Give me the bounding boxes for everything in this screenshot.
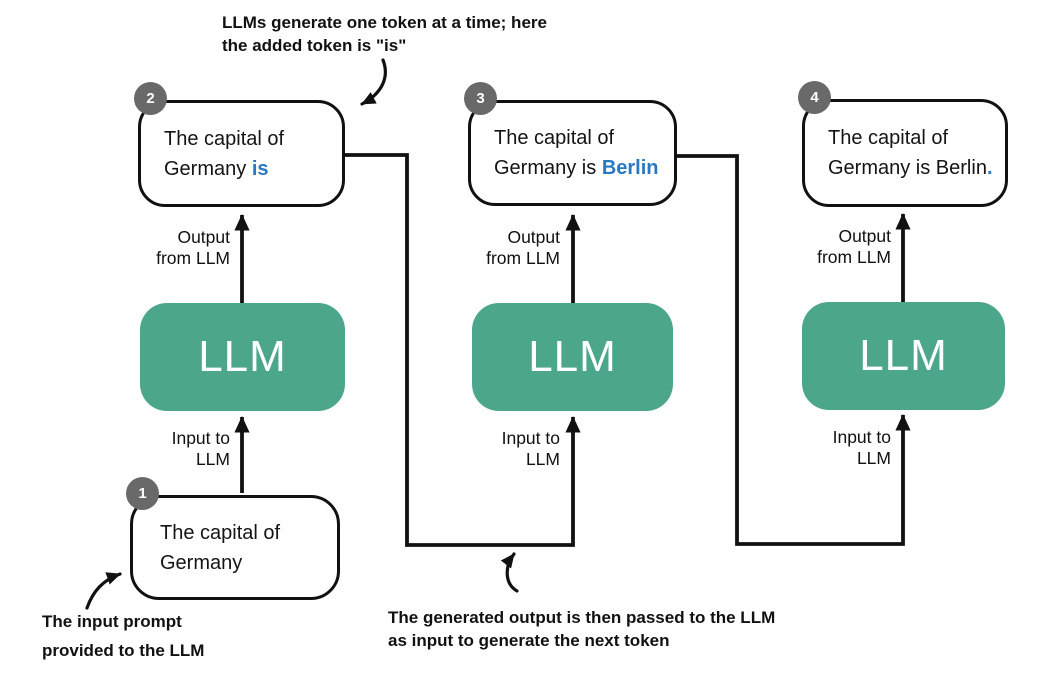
input-prompt-box: 1 The capital of Germany xyxy=(126,477,340,600)
input-label-line2: LLM xyxy=(525,449,560,469)
output-label-line2: from LLM xyxy=(156,248,230,268)
output-label-line2: from LLM xyxy=(817,247,891,267)
annotation-token-generation-line1: LLMs generate one token at a time; here xyxy=(222,13,547,32)
output-label-line1: Output xyxy=(177,227,230,247)
output-box-step3: 3 The capital of Germany is Berlin xyxy=(464,82,677,206)
connector-step2-to-llm2 xyxy=(345,153,581,547)
input-label-line1: Input to xyxy=(832,427,891,447)
llm-box-3: LLM xyxy=(802,302,1005,410)
output-from-llm-label-2: Output from LLM xyxy=(450,227,560,269)
llm-box-2: LLM xyxy=(472,303,673,411)
output-text-step3-line2: Germany is xyxy=(494,157,602,179)
llm-box-1: LLM xyxy=(140,303,345,411)
output-text-step4: The capital of Germany is Berlin. xyxy=(828,123,993,183)
llm-label-1: LLM xyxy=(198,332,287,381)
input-prompt-text: The capital of Germany xyxy=(160,518,280,578)
output-box-step2: 2 The capital of Germany is xyxy=(134,82,345,207)
step-badge-3: 3 xyxy=(464,82,497,115)
annotation-input-prompt: The input prompt provided to the LLM xyxy=(42,610,204,662)
output-box-step4: 4 The capital of Germany is Berlin. xyxy=(798,81,1008,207)
annotation-arrow-feedback-loop xyxy=(500,552,519,593)
input-prompt-line2: Germany xyxy=(160,551,243,574)
output-label-line2: from LLM xyxy=(486,248,560,268)
new-token-step3: Berlin xyxy=(601,157,659,179)
new-token-step2: is xyxy=(251,157,269,180)
input-prompt-line1: The capital of xyxy=(160,521,281,544)
output-text-step2: The capital of Germany is xyxy=(164,124,284,184)
annotation-token-generation: LLMs generate one token at a time; here … xyxy=(222,11,547,57)
output-from-llm-label-3: Output from LLM xyxy=(781,226,891,268)
output-text-step3: The capital of Germany is Berlin xyxy=(494,123,659,183)
output-label-line1: Output xyxy=(507,227,560,247)
new-token-step4: . xyxy=(986,157,993,179)
annotation-input-prompt-line2: provided to the LLM xyxy=(42,641,205,660)
output-from-llm-label-1: Output from LLM xyxy=(120,227,230,269)
llm-label-3: LLM xyxy=(859,331,948,380)
input-label-line2: LLM xyxy=(195,449,230,469)
output-text-step3-line1: The capital of xyxy=(494,127,615,149)
output-text-step2-line2: Germany xyxy=(164,157,252,180)
step-badge-4: 4 xyxy=(798,81,831,114)
output-text-step2-line1: The capital of xyxy=(164,127,285,150)
input-to-llm-label-2: Input to LLM xyxy=(450,428,560,470)
annotation-arrow-input-prompt xyxy=(85,572,122,610)
annotation-token-generation-line2: the added token is "is" xyxy=(222,36,407,55)
annotation-feedback-loop-line2: as input to generate the next token xyxy=(388,631,670,650)
annotation-feedback-loop-line1: The generated output is then passed to t… xyxy=(388,608,776,627)
input-label-line1: Input to xyxy=(171,428,230,448)
connector-step3-to-llm3 xyxy=(677,154,911,546)
input-to-llm-label-1: Input to LLM xyxy=(120,428,230,470)
llm-label-2: LLM xyxy=(528,332,617,381)
output-text-step4-line2: Germany is Berlin xyxy=(828,157,987,179)
annotation-input-prompt-line1: The input prompt xyxy=(42,612,182,631)
annotation-feedback-loop: The generated output is then passed to t… xyxy=(388,606,775,652)
input-to-llm-label-3: Input to LLM xyxy=(781,427,891,469)
step-badge-2: 2 xyxy=(134,82,167,115)
annotation-arrow-token-generation xyxy=(360,58,387,106)
input-label-line2: LLM xyxy=(856,448,891,468)
output-label-line1: Output xyxy=(838,226,891,246)
output-text-step4-line1: The capital of xyxy=(828,127,949,149)
step-badge-1: 1 xyxy=(126,477,159,510)
input-label-line1: Input to xyxy=(501,428,560,448)
